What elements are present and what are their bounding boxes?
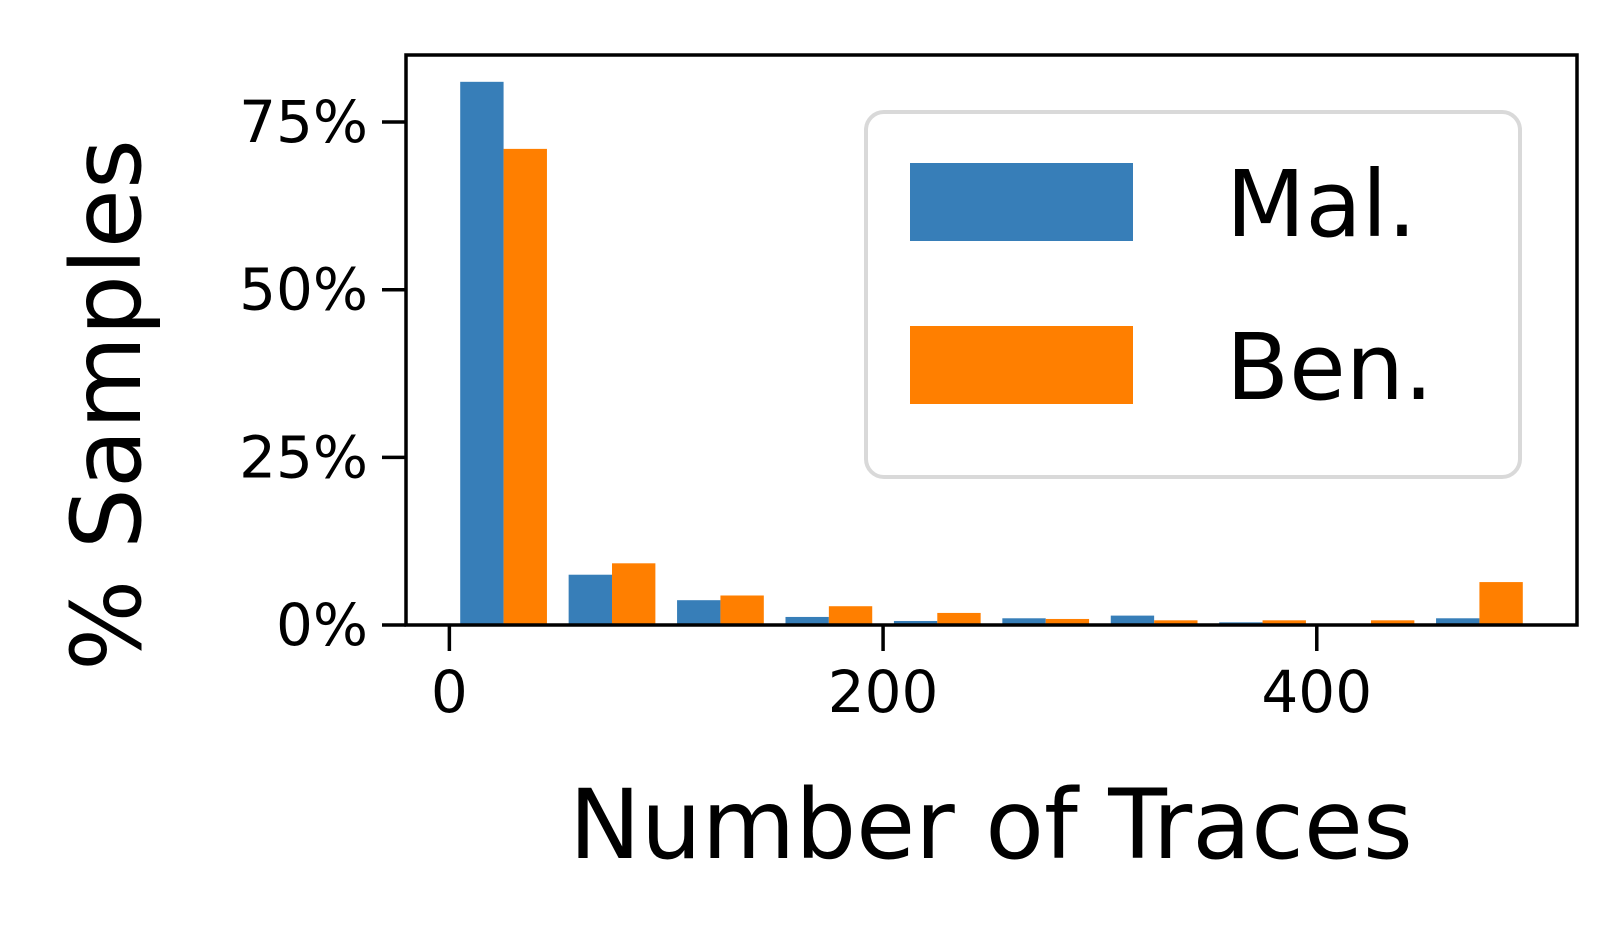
bar-mal-5 [1002, 618, 1046, 625]
legend-swatch-ben [910, 326, 1133, 404]
y-tick-label: 50% [239, 256, 368, 324]
x-axis-label: Number of Traces [569, 769, 1413, 881]
y-tick-label: 0% [276, 591, 368, 659]
bars-layer [460, 81, 1523, 625]
bar-mal-6 [1110, 615, 1155, 625]
y-tick-label: 75% [239, 88, 368, 156]
bar-mal-9 [1436, 618, 1480, 625]
bar-mal-0 [460, 81, 504, 625]
bar-ben-0 [503, 148, 547, 625]
bar-ben-1 [612, 563, 656, 625]
bar-ben-3 [828, 606, 873, 625]
x-tick-label: 0 [431, 658, 468, 726]
x-tick-label: 200 [828, 658, 939, 726]
bar-ben-7 [1262, 620, 1306, 625]
y-tick-label: 25% [239, 423, 368, 491]
bar-ben-5 [1045, 618, 1090, 625]
x-tick-label: 400 [1261, 658, 1372, 726]
bar-ben-6 [1154, 620, 1198, 625]
legend-label-mal: Mal. [1226, 151, 1417, 258]
plot-frame [404, 53, 1579, 627]
bar-ben-8 [1370, 620, 1415, 625]
bar-mal-4 [893, 620, 938, 625]
bar-mal-2 [677, 600, 721, 625]
y-axis-label: % Samples [51, 139, 163, 671]
bar-ben-4 [937, 612, 981, 625]
bar-mal-1 [568, 574, 613, 625]
x-axis: 0 200 400 [431, 625, 1372, 726]
bar-ben-9 [1479, 582, 1523, 625]
legend-swatch-mal [910, 163, 1133, 241]
legend-label-ben: Ben. [1226, 314, 1433, 421]
y-axis: 0% 25% 50% 75% [239, 88, 406, 659]
legend: Mal. Ben. [864, 110, 1522, 479]
bar-ben-2 [720, 595, 764, 625]
bar-mal-3 [785, 616, 829, 625]
